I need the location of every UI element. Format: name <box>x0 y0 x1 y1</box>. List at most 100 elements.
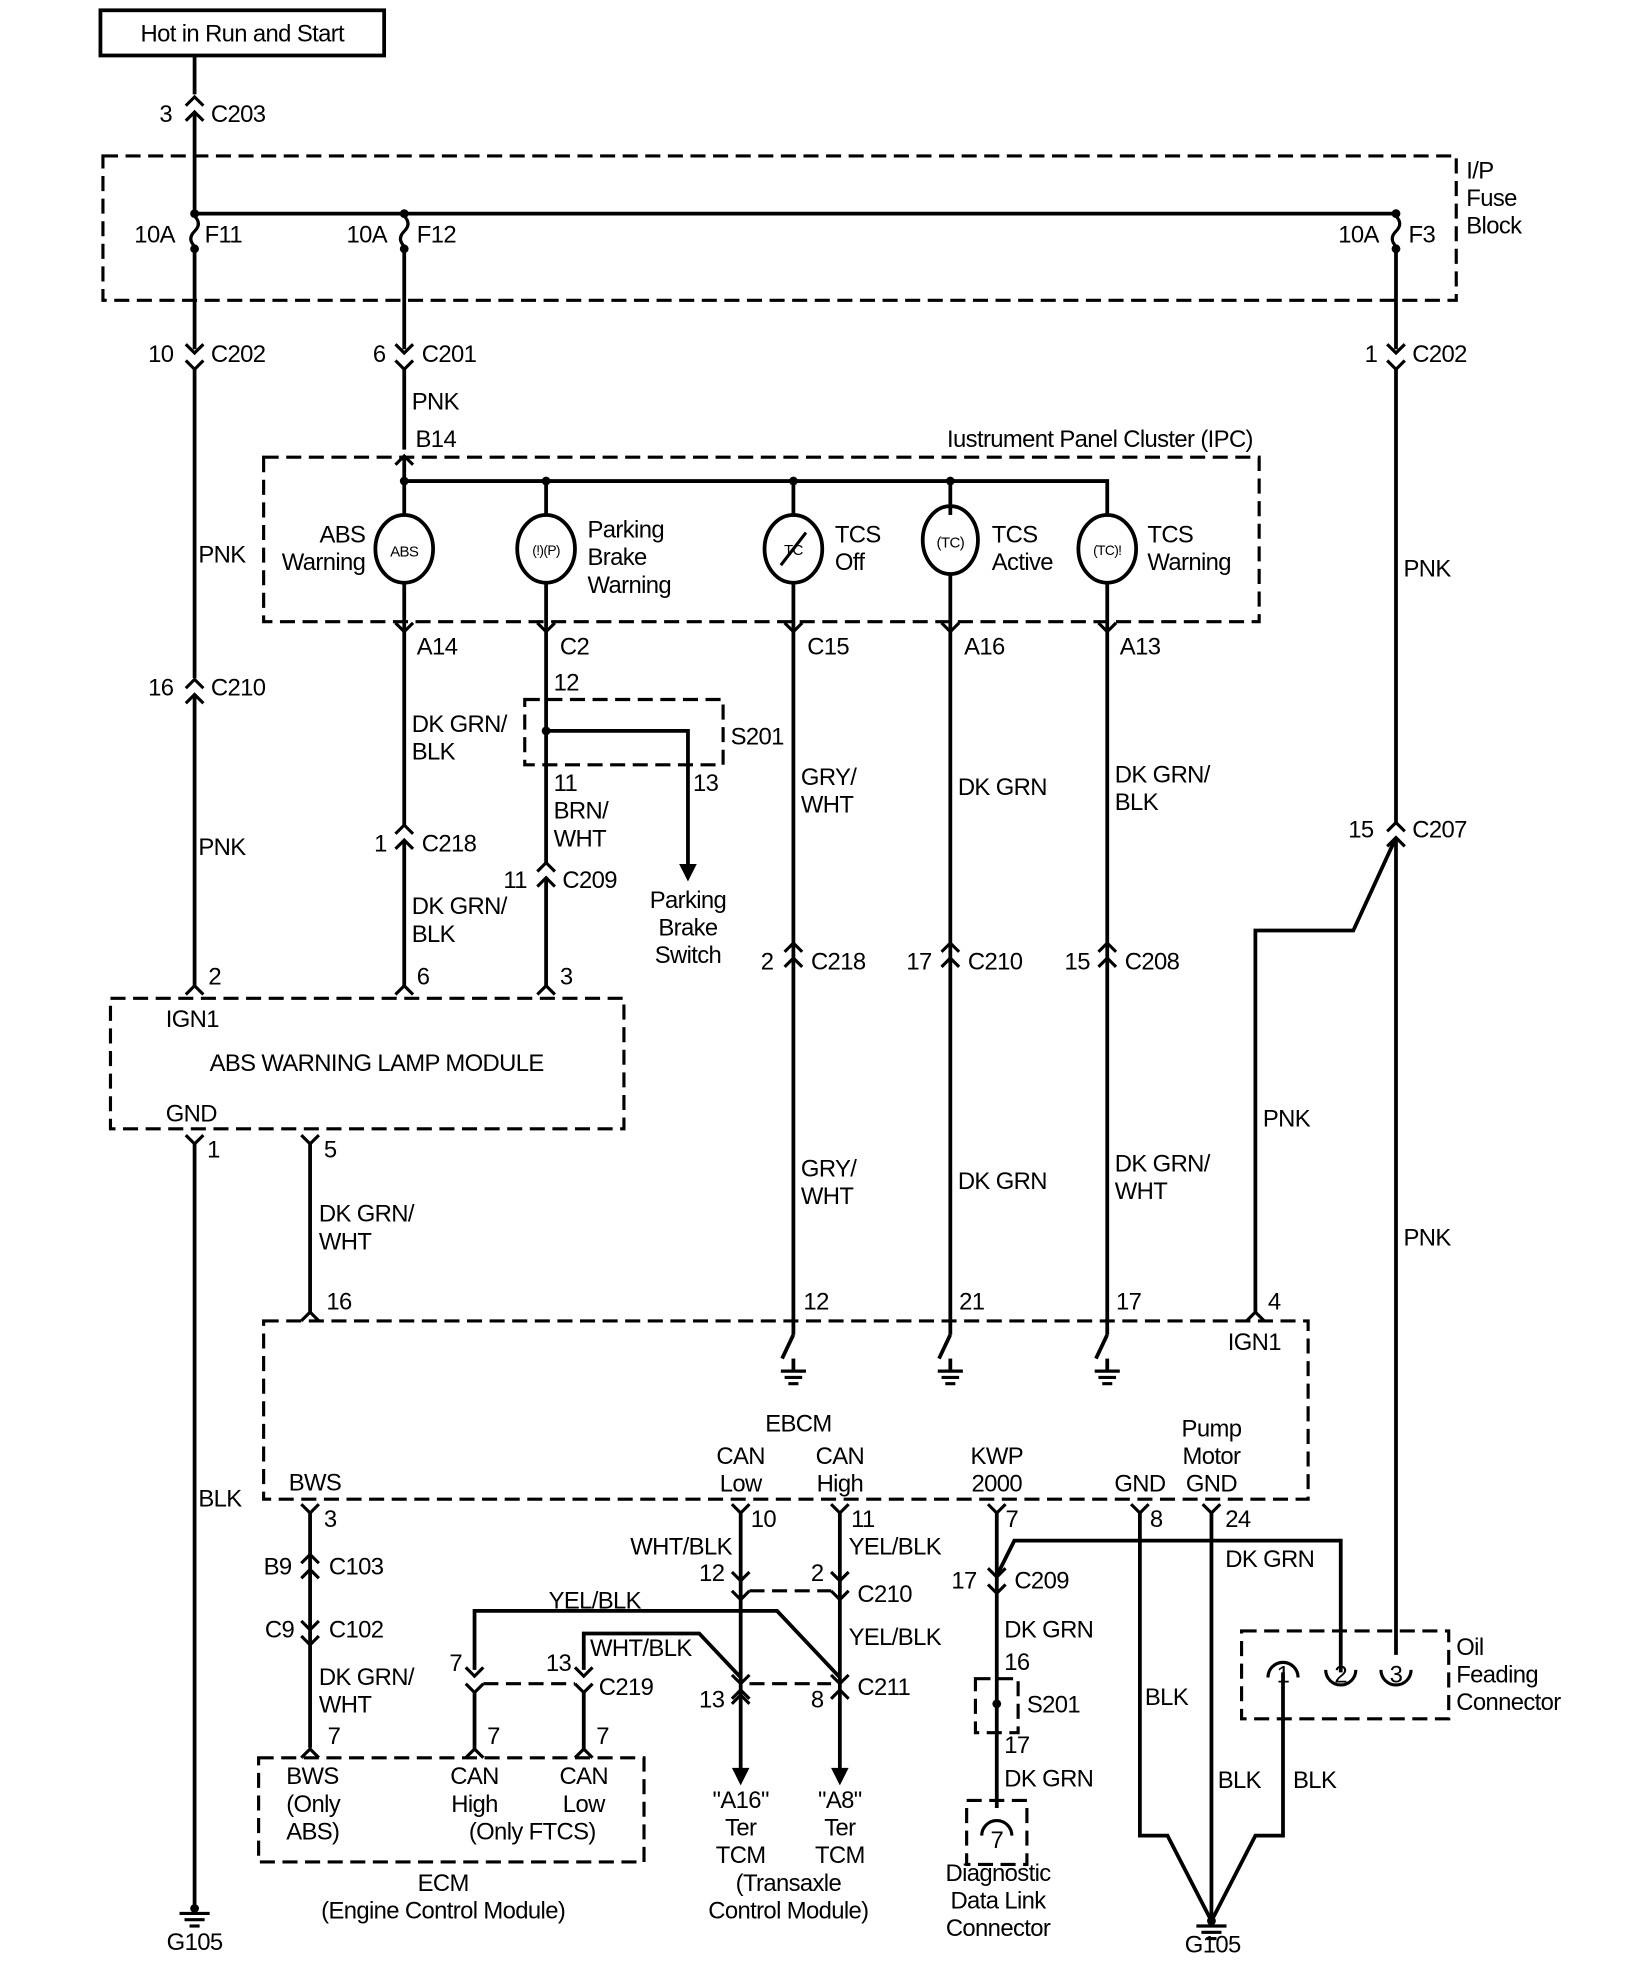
label: WHT <box>319 1228 372 1255</box>
label: 6 <box>373 341 386 368</box>
label: DK GRN/ <box>319 1201 415 1228</box>
label: 15 <box>1348 817 1374 844</box>
label: PNK <box>1263 1105 1311 1132</box>
wire-segment <box>1138 1512 1214 1922</box>
label: F3 <box>1409 222 1436 249</box>
label: B9 <box>264 1553 292 1580</box>
label: 11 <box>851 1506 875 1533</box>
lamp-tcs-active: (TC) TCS Active <box>920 481 1054 628</box>
label: 7 <box>1006 1506 1019 1533</box>
wire-segment <box>184 1134 205 1147</box>
label: Parking <box>588 517 664 544</box>
wire-segment <box>1201 1503 1222 1516</box>
arrow-down-icon <box>679 863 697 882</box>
wire-segment <box>1386 359 1406 372</box>
label: DK GRN/ <box>1115 1151 1211 1178</box>
wire-segment <box>581 1631 743 1679</box>
label: C208 <box>1125 948 1180 975</box>
label: 3 <box>159 101 172 128</box>
label: Fuse <box>1466 185 1517 212</box>
label: Diagnostic <box>945 1860 1051 1887</box>
label: 7 <box>449 1650 462 1677</box>
wire-segment <box>184 343 205 356</box>
label: YEL/BLK <box>849 1533 942 1560</box>
label: 7 <box>596 1723 609 1750</box>
ipc-title: Iustrument Panel Cluster (IPC) <box>947 426 1253 453</box>
label: C209 <box>562 867 617 894</box>
label: (Engine Control Module) <box>321 1897 565 1924</box>
label: Brake <box>588 544 648 571</box>
label: Warning <box>588 572 672 599</box>
wire-segment <box>184 983 205 996</box>
label: DK GRN <box>1225 1546 1314 1573</box>
wire-segment <box>779 531 808 567</box>
label: 17 <box>1116 1289 1142 1316</box>
wire-segment <box>300 1134 320 1147</box>
label: GRY/ <box>801 1156 857 1183</box>
label: 13 <box>693 770 719 797</box>
label: 1 <box>207 1137 220 1164</box>
label: BLK <box>412 921 456 948</box>
wire-segment <box>1097 955 1118 969</box>
label: C209 <box>1014 1567 1069 1594</box>
wire-segment <box>986 1583 1007 1596</box>
label: C9 <box>265 1616 295 1643</box>
wire-segment <box>1209 1672 1285 1922</box>
label: 3 <box>560 963 573 990</box>
label: DK GRN <box>958 1168 1047 1195</box>
label: A13 <box>1120 633 1161 660</box>
label: C210 <box>857 1581 912 1608</box>
label: C102 <box>329 1616 384 1643</box>
wire-segment <box>940 940 961 953</box>
wire-segment <box>190 1904 199 1913</box>
ipc-output-pins: A14 C2 C15 A16 A13 <box>394 621 1161 660</box>
label: PNK <box>1404 555 1452 582</box>
connector-c210-mid: 17 C210 <box>906 940 1023 975</box>
wire-segment <box>1390 215 1402 248</box>
label: G105 <box>167 1929 223 1956</box>
wire-segment <box>783 940 804 953</box>
wire-segment <box>980 1819 1014 1836</box>
label: BRN/ <box>554 798 609 825</box>
wire-segment <box>399 209 409 219</box>
wire-segment <box>783 955 804 969</box>
label: YEL/BLK <box>549 1587 642 1614</box>
label: 3 <box>324 1506 337 1533</box>
label: F11 <box>205 222 243 249</box>
label: C103 <box>329 1553 384 1580</box>
label: BWS <box>286 1763 338 1790</box>
oil-feading-connector: 1 2 3 Oil Feading Connector <box>1240 1629 1562 1721</box>
wire-segment <box>1094 1333 1109 1360</box>
wire-segment <box>940 955 961 969</box>
label: 17 <box>906 948 932 975</box>
wire-segment <box>730 1687 751 1700</box>
label: TCS <box>992 522 1038 549</box>
label: 2 <box>1334 1661 1347 1688</box>
wire-segment <box>394 343 415 356</box>
wire-segment <box>986 1503 1007 1516</box>
label: 16 <box>1004 1649 1030 1676</box>
ebcm-ground-switches <box>780 1333 1120 1386</box>
power-source-box <box>98 8 387 58</box>
fuse-f11: 10A F11 <box>134 209 243 254</box>
wire-segment <box>190 209 199 219</box>
label: WHT <box>554 825 607 852</box>
label: C210 <box>968 948 1023 975</box>
label: BLK <box>198 1486 242 1513</box>
label: PNK <box>198 542 246 569</box>
label: C218 <box>811 948 866 975</box>
label: 12 <box>554 670 580 697</box>
label: A16 <box>964 633 1005 660</box>
label: 1 <box>1277 1661 1290 1688</box>
wire-segment <box>472 1609 842 1679</box>
label: 10A <box>134 222 175 249</box>
label: 17 <box>951 1567 977 1594</box>
wire-segment <box>398 215 410 248</box>
label: WHT <box>801 1183 854 1210</box>
